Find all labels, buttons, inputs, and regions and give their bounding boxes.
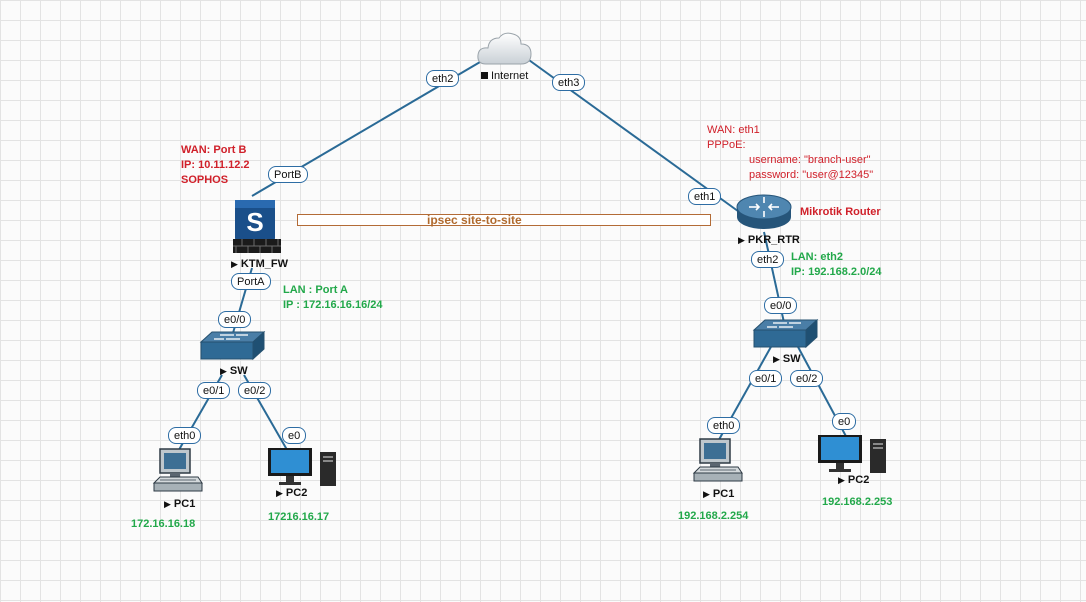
port-right-sw-e01[interactable]: e0/1 [749,370,783,387]
ipsec-tunnel-bar [297,214,711,226]
left-pc1-label: ▶PC1 [164,498,196,510]
mikrotik-router-icon[interactable] [735,193,795,233]
right-pc1-ip: 192.168.2.254 [678,510,749,522]
right-wan-note-2: PPPoE: [707,139,746,151]
port-left-sw-e01[interactable]: e0/1 [197,382,231,399]
right-switch-icon[interactable] [751,318,819,350]
port-fw-portb[interactable]: PortB [268,166,308,183]
port-right-pc2-e0[interactable]: e0 [832,413,857,430]
left-wan-note-3: SOPHOS [181,174,229,186]
right-pc2-desktop-icon[interactable] [816,433,890,475]
right-wan-note-1: WAN: eth1 [707,124,760,136]
internet-cloud-icon[interactable] [476,30,534,68]
port-left-sw-e02[interactable]: e0/2 [238,382,272,399]
left-wan-note-1: WAN: Port B [181,144,247,156]
right-pc1-computer-icon[interactable] [690,437,746,485]
firewall-label: ▶KTM_FW [231,258,288,270]
left-pc2-label: ▶PC2 [276,487,308,499]
port-right-sw-e00[interactable]: e0/0 [764,297,798,314]
left-pc2-desktop-icon[interactable] [266,446,340,488]
port-left-sw-e00[interactable]: e0/0 [218,311,252,328]
port-router-eth2[interactable]: eth2 [751,251,785,268]
left-wan-note-2: IP: 10.11.12.2 [181,159,250,171]
right-pc2-ip: 192.168.2.253 [822,496,893,508]
right-pc1-label: ▶PC1 [703,488,735,500]
left-pc1-ip: 172.16.16.18 [131,518,196,530]
left-pc2-ip: 17216.16.17 [268,511,330,523]
right-lan-note-2: IP: 192.168.2.0/24 [791,266,882,278]
right-wan-note-3: username: "branch-user" [749,154,871,166]
left-switch-label: ▶SW [220,365,248,377]
left-switch-icon[interactable] [198,330,266,362]
left-pc1-computer-icon[interactable] [150,447,206,495]
right-pc2-label: ▶PC2 [838,474,870,486]
router-label: ▶PKR_RTR [738,234,800,246]
right-wan-note-4: password: "user@12345" [749,169,874,181]
port-left-pc1-eth0[interactable]: eth0 [168,427,202,444]
sophos-firewall-icon[interactable]: S [232,198,284,254]
mikrotik-router-name: Mikrotik Router [800,206,881,218]
port-fw-porta[interactable]: PortA [231,273,271,290]
port-right-pc1-eth0[interactable]: eth0 [707,417,741,434]
port-internet-eth2[interactable]: eth2 [426,70,460,87]
right-lan-note-1: LAN: eth2 [791,251,843,263]
internet-label: Internet [481,70,528,82]
left-lan-note-2: IP : 172.16.16.16/24 [283,299,383,311]
port-left-pc2-e0[interactable]: e0 [282,427,307,444]
ipsec-tunnel-label: ipsec site-to-site [427,213,522,227]
port-internet-eth3[interactable]: eth3 [552,74,586,91]
left-lan-note-1: LAN : Port A [283,284,348,296]
port-router-eth1[interactable]: eth1 [688,188,722,205]
right-switch-label: ▶SW [773,353,801,365]
svg-text:S: S [246,207,263,237]
port-right-sw-e02[interactable]: e0/2 [790,370,824,387]
